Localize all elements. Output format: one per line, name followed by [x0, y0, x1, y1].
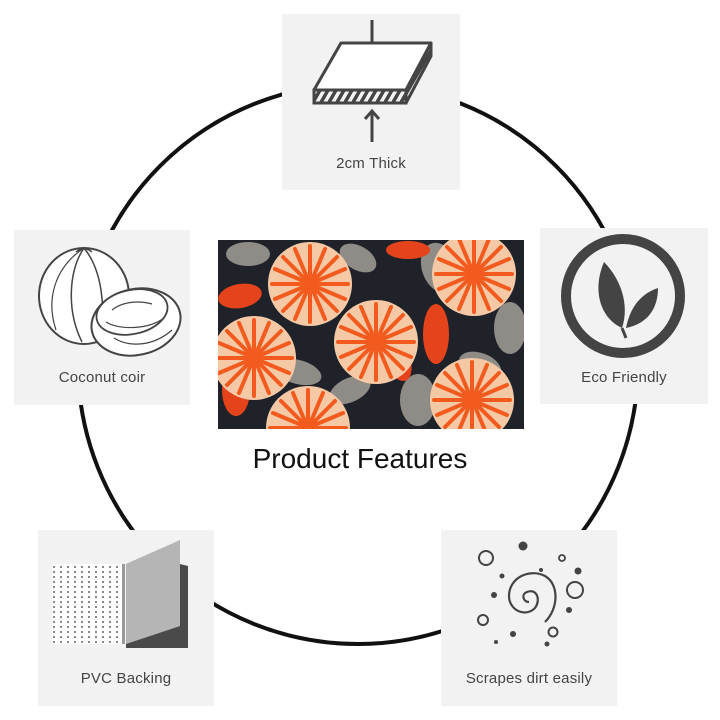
coconut-icon: [38, 247, 182, 357]
dirt-swirl-icon: [477, 541, 584, 647]
feature-label-eco: Eco Friendly: [581, 369, 667, 386]
leaf-icon: [561, 234, 685, 358]
page-title: Product Features: [252, 443, 468, 474]
feature-card-backing: PVC Backing: [38, 530, 214, 706]
floral-coir-doormat-image: [218, 240, 524, 429]
feature-card-eco: Eco Friendly: [540, 228, 708, 404]
feature-card-material: Coconut coir: [14, 230, 190, 405]
compressed-layer-icon: [312, 20, 433, 142]
feature-label-material: Coconut coir: [58, 369, 146, 386]
feature-label-thickness: 2cm Thick: [336, 155, 406, 172]
feature-label-backing: PVC Backing: [80, 670, 172, 687]
feature-label-scrape: Scrapes dirt easily: [465, 670, 593, 687]
feature-card-thickness: 2cm Thick: [282, 14, 460, 190]
backing-sheet-icon: [52, 540, 188, 648]
feature-card-scrape: Scrapes dirt easily: [441, 530, 617, 706]
